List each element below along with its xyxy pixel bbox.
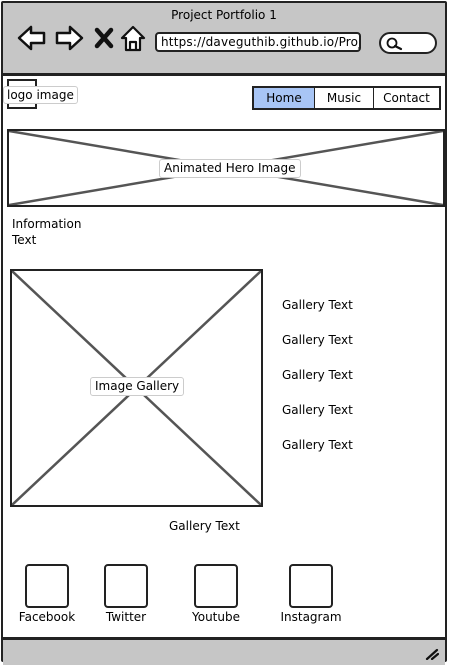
youtube-icon[interactable] — [194, 564, 238, 608]
tab-contact[interactable]: Contact — [383, 91, 430, 105]
gallery-text: Gallery Text — [282, 333, 353, 347]
social-label: Twitter — [105, 610, 147, 624]
gallery-text: Gallery Text — [282, 403, 353, 417]
gallery-caption: Gallery Text — [169, 519, 240, 533]
gallery-text-list: Gallery Text Gallery Text Gallery Text G… — [282, 297, 353, 472]
social-youtube[interactable]: Youtube — [190, 564, 242, 624]
social-label: Youtube — [192, 610, 240, 624]
information-text: Information Text — [12, 217, 82, 247]
browser-search[interactable] — [379, 32, 437, 54]
gallery-text: Gallery Text — [282, 368, 353, 382]
tab-home[interactable]: Home — [254, 88, 315, 108]
social-label: Facebook — [18, 610, 76, 624]
hero-label: Animated Hero Image — [159, 159, 301, 178]
logo-label: logo image — [3, 86, 78, 104]
facebook-icon[interactable] — [25, 564, 69, 608]
close-icon[interactable] — [94, 27, 114, 49]
resize-grip-icon[interactable] — [425, 648, 439, 660]
social-instagram[interactable]: Instagram — [279, 564, 343, 624]
image-gallery[interactable]: Image Gallery — [10, 269, 263, 507]
search-icon — [386, 37, 403, 51]
hero-image: Animated Hero Image — [7, 129, 445, 207]
gallery-label: Image Gallery — [90, 377, 185, 396]
social-label: Instagram — [280, 610, 342, 624]
gallery-text: Gallery Text — [282, 438, 353, 452]
window-title: Project Portfolio 1 — [171, 8, 277, 22]
social-facebook[interactable]: Facebook — [17, 564, 77, 624]
back-arrow-icon[interactable] — [17, 25, 47, 51]
home-icon[interactable] — [120, 25, 146, 53]
url-input[interactable]: https://daveguthib.github.io/Proje — [155, 32, 361, 52]
nav-tabs: Home Music Contact — [252, 86, 441, 110]
social-twitter[interactable]: Twitter — [101, 564, 151, 624]
browser-titlebar: Project Portfolio 1 https://daveguthib.g… — [3, 3, 445, 76]
forward-arrow-icon[interactable] — [54, 25, 84, 51]
browser-statusbar — [3, 637, 445, 665]
tab-music[interactable]: Music — [315, 88, 374, 108]
instagram-icon[interactable] — [289, 564, 333, 608]
twitter-icon[interactable] — [104, 564, 148, 608]
gallery-text: Gallery Text — [282, 298, 353, 312]
